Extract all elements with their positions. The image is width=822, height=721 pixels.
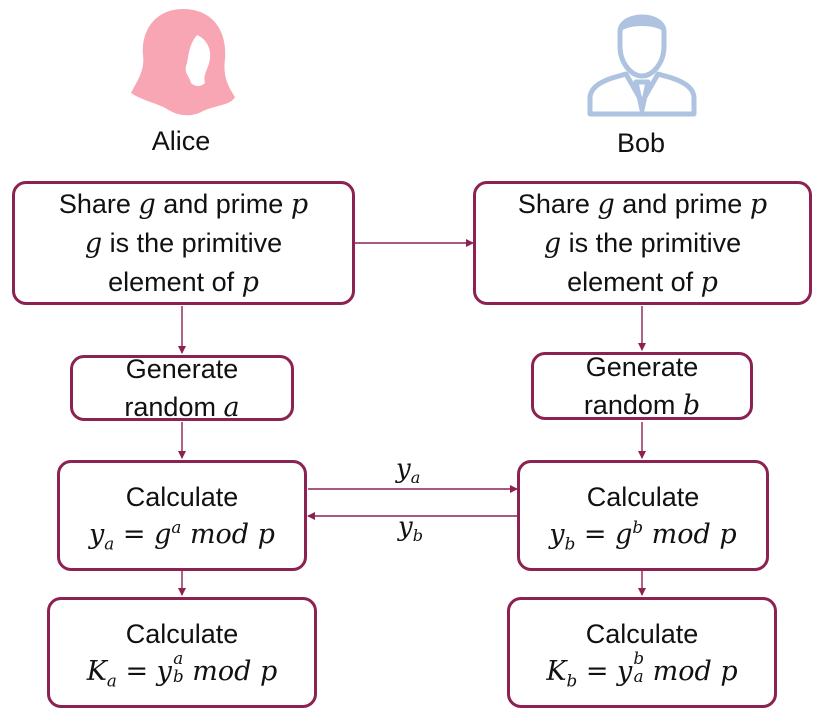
bob-man-icon [587,14,697,117]
alice-share-box: Share g and prime p g is the primitive e… [12,181,355,305]
bob-share-box: Share g and prime p g is the primitive e… [473,181,812,305]
bob-calc-y-box: Calculate yb = gb mod p [517,460,769,571]
alice-generate-box: Generate random a [70,354,294,423]
yb-label: yb [398,512,424,546]
alice-woman-icon [131,9,235,116]
alice-calc-y-box: Calculate ya = ga mod p [57,460,307,571]
bob-generate-box: Generate random b [531,352,753,421]
alice-name: Alice [151,126,211,156]
bob-name: Bob [616,128,666,158]
ya-label: ya [396,454,421,488]
